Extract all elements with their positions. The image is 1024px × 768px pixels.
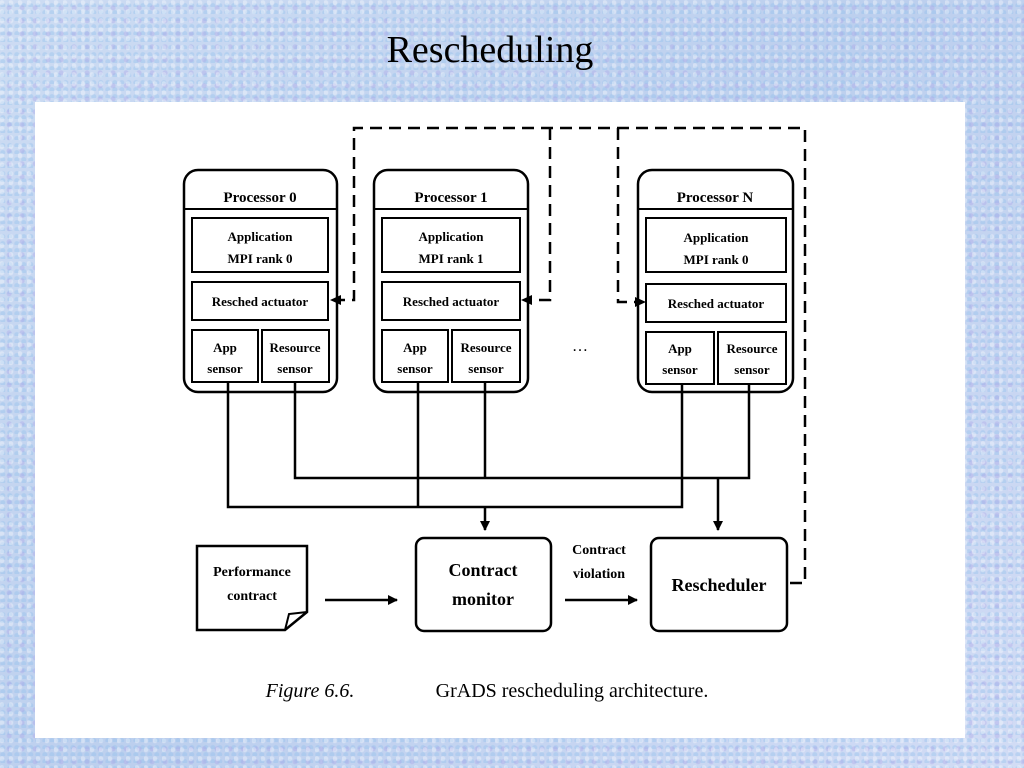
mpi-rank-label: MPI rank 0	[684, 252, 749, 267]
processor-0: Processor 0 Application MPI rank 0 Resch…	[182, 168, 339, 394]
figure-caption: GrADS rescheduling architecture.	[436, 680, 709, 702]
contract-violation-label: Contract	[572, 543, 626, 558]
app-sensor-label: sensor	[207, 361, 243, 376]
contract-monitor: Contract monitor	[414, 536, 553, 633]
contract-monitor-label: monitor	[452, 589, 514, 609]
processor-title: Processor 0	[223, 190, 296, 206]
feedback-to-processor-n	[616, 128, 636, 304]
figure-panel: Processor 0 Application MPI rank 0 Resch…	[35, 102, 965, 738]
app-sensor-label: App	[403, 340, 427, 355]
feedback-to-processor-1	[532, 128, 552, 302]
resource-sensor-label: Resource	[726, 341, 777, 356]
figure-number: Figure 6.6.	[265, 680, 355, 702]
resource-sensor-label: Resource	[460, 340, 511, 355]
resched-actuator-label: Resched actuator	[403, 294, 500, 309]
app-sensor-bus	[226, 382, 684, 509]
resource-sensor-bus	[293, 382, 751, 480]
resource-sensor-label: sensor	[468, 361, 504, 376]
resched-actuator-label: Resched actuator	[212, 294, 309, 309]
mpi-rank-label: MPI rank 1	[419, 251, 484, 266]
performance-contract-label: Performance	[213, 565, 291, 580]
resource-sensor-label: Resource	[269, 340, 320, 355]
app-sensor-label: sensor	[397, 361, 433, 376]
processor-title: Processor 1	[414, 190, 487, 206]
slide-title: Rescheduling	[386, 29, 594, 71]
rescheduler: Rescheduler	[649, 536, 789, 633]
resched-actuator-label: Resched actuator	[668, 296, 765, 311]
contract-monitor-label: Contract	[449, 560, 518, 580]
processor-title: Processor N	[677, 190, 754, 206]
feedback-to-processor-0	[340, 126, 807, 585]
application-label: Application	[683, 230, 749, 245]
feedback-lines	[340, 126, 807, 585]
arrowhead-processor-1	[521, 295, 532, 305]
processor-1: Processor 1 Application MPI rank 1 Resch…	[372, 168, 530, 394]
performance-contract-label: contract	[227, 589, 277, 604]
mpi-rank-label: MPI rank 0	[228, 251, 293, 266]
application-label: Application	[418, 229, 484, 244]
processor-n: Processor N Application MPI rank 0 Resch…	[636, 168, 795, 394]
sensor-connections	[226, 382, 751, 531]
app-sensor-label: App	[668, 341, 692, 356]
app-sensor-label: sensor	[662, 362, 698, 377]
contract-violation-label: violation	[573, 567, 625, 582]
rescheduler-label: Rescheduler	[672, 575, 767, 595]
resource-sensor-label: sensor	[277, 361, 313, 376]
application-label: Application	[227, 229, 293, 244]
arrowhead-processor-0	[330, 295, 341, 305]
app-sensor-label: App	[213, 340, 237, 355]
architecture-diagram: Processor 0 Application MPI rank 0 Resch…	[182, 126, 807, 702]
performance-contract: Performance contract	[195, 544, 309, 632]
ellipsis: …	[572, 338, 588, 355]
arrowhead-processor-n	[635, 297, 646, 307]
resource-sensor-label: sensor	[734, 362, 770, 377]
